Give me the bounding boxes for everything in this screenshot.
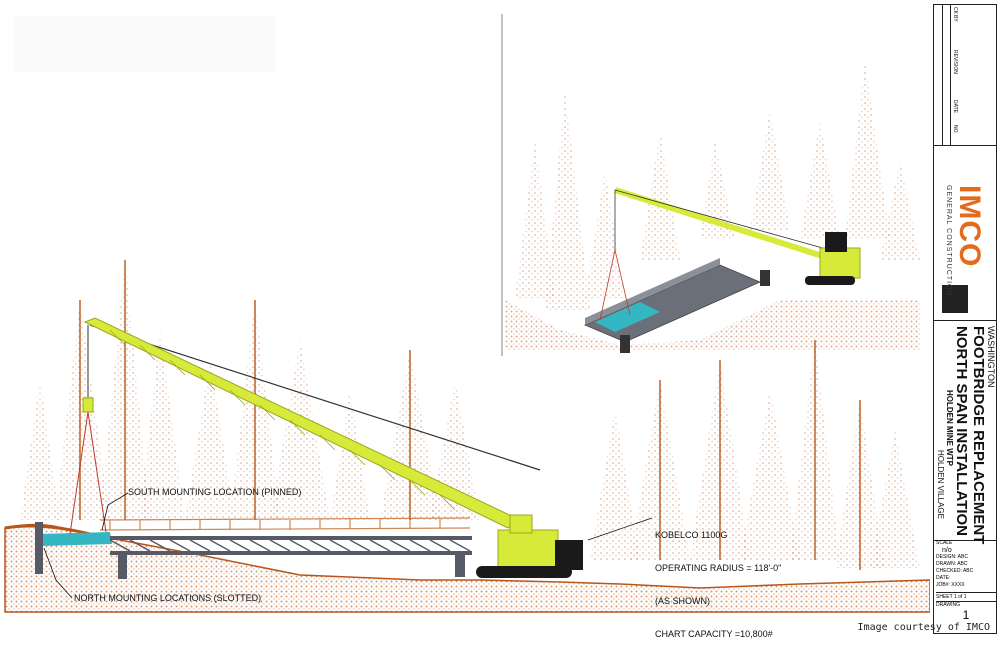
logo-mark-icon bbox=[942, 285, 968, 313]
blank-label-area bbox=[14, 16, 276, 72]
rev-header-ck: CK bbox=[952, 7, 958, 14]
sheet-row: SHEET 1 of 1 bbox=[936, 592, 996, 601]
crane-spec-note: KOBELCO 1100G OPERATING RADIUS = 118'-0"… bbox=[655, 508, 781, 662]
revision-table: NO. DATE REVISION BY CK bbox=[934, 5, 996, 146]
mid-pier bbox=[118, 555, 127, 579]
crane-kobelco bbox=[69, 317, 583, 578]
counterweight bbox=[555, 540, 583, 570]
rev-header-no: NO. bbox=[952, 125, 958, 134]
scale-label: SCALE bbox=[936, 540, 953, 546]
sheet-of: of 1 bbox=[958, 594, 967, 600]
south-pier bbox=[455, 555, 465, 577]
project-location-right: WASHINGTON bbox=[986, 326, 996, 388]
company-name: IMCO bbox=[953, 185, 986, 268]
title-line-1: FOOTBRIDGE REPLACEMENT bbox=[970, 326, 987, 545]
bank-edge bbox=[4, 524, 91, 536]
date-field: DATE: bbox=[936, 575, 951, 581]
sheet-number: 1 bbox=[953, 594, 957, 600]
operating-radius: OPERATING RADIUS = 118'-0" bbox=[655, 563, 782, 573]
design-by: DESIGN: ABC bbox=[936, 554, 968, 560]
checked-by: CHECKED: ABC bbox=[936, 568, 974, 574]
title-block: NO. DATE REVISION BY CK IMCO GENERAL CON… bbox=[933, 4, 997, 634]
as-shown-note: (AS SHOWN) bbox=[655, 596, 710, 606]
tree-point-cloud-left bbox=[20, 260, 920, 570]
drawing-number: 1 bbox=[962, 608, 970, 622]
title-line-2: NORTH SPAN INSTALLATION bbox=[953, 326, 970, 536]
image-credit: Image courtesy of IMCO bbox=[857, 622, 990, 633]
elevation-view bbox=[4, 14, 930, 613]
drawing-info: SCALE n/o DESIGN: ABC DRAWN: ABC CHECKED… bbox=[934, 540, 996, 633]
rev-header-date: DATE bbox=[952, 100, 958, 113]
scale-value: n/o bbox=[942, 547, 952, 554]
tree-trunks bbox=[79, 260, 861, 570]
chart-capacity: CHART CAPACITY =10,800# bbox=[655, 629, 773, 639]
company-subtitle: GENERAL CONSTRUCTION bbox=[945, 185, 952, 297]
rev-header-by: BY bbox=[952, 15, 958, 22]
leader-south bbox=[101, 492, 129, 531]
leader-north bbox=[43, 547, 73, 599]
drawing-sheet: SOUTH MOUNTING LOCATION (PINNED) NORTH M… bbox=[4, 4, 997, 639]
project-title-area: WASHINGTON FOOTBRIDGE REPLACEMENT NORTH … bbox=[934, 320, 996, 545]
rev-header-revision: REVISION bbox=[952, 50, 958, 74]
project-location-left: HOLDEN VILLAGE bbox=[936, 450, 945, 519]
north-abutment bbox=[35, 522, 43, 574]
leader-crane bbox=[587, 517, 653, 541]
drawing-label: DRAWING bbox=[936, 601, 996, 609]
sheet-label: SHEET bbox=[936, 594, 953, 600]
company-logo: IMCO GENERAL CONSTRUCTION bbox=[934, 145, 996, 321]
south-mounting-label: SOUTH MOUNTING LOCATION (PINNED) bbox=[128, 487, 302, 497]
job-number: JOB#: XXXX bbox=[936, 582, 965, 588]
project-name: HOLDEN MINE WTP bbox=[945, 390, 954, 466]
footbridge bbox=[35, 517, 472, 579]
inset-isometric-view bbox=[505, 60, 920, 353]
crane-model: KOBELCO 1100G bbox=[655, 530, 728, 540]
north-mounting-label: NORTH MOUNTING LOCATIONS (SLOTTED) bbox=[74, 593, 262, 603]
drawn-by: DRAWN: ABC bbox=[936, 561, 968, 567]
crawler-tracks bbox=[476, 566, 572, 578]
